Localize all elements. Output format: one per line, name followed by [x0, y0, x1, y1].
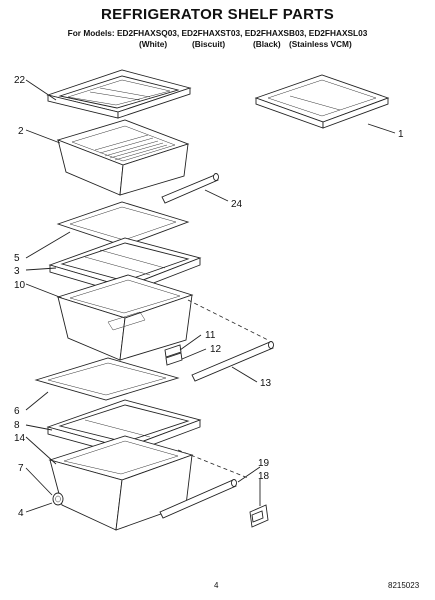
callout-8: 8	[14, 420, 20, 431]
models-line: For Models: ED2FHAXSQ03, ED2FHAXST03, ED…	[67, 28, 368, 38]
color-variants: (White) (Biscuit) (Black) (Stainless VCM…	[0, 39, 435, 51]
callout-19: 19	[258, 458, 270, 469]
dashed-guide-lower	[177, 449, 249, 479]
callout-1: 1	[398, 129, 404, 140]
callout-10: 10	[14, 280, 26, 291]
part-5-glass-insert	[56, 201, 190, 247]
part-1-glass-shelf	[254, 74, 390, 129]
page-title: REFRIGERATOR SHELF PARTS	[100, 6, 335, 23]
dashed-guide-upper	[187, 299, 269, 341]
color-black: (Black)	[253, 39, 281, 49]
callout-24: 24	[231, 199, 243, 210]
callout-6: 6	[14, 406, 20, 417]
callout-4: 4	[18, 508, 24, 519]
callout-14: 14	[14, 433, 26, 444]
part-11-12-clips	[164, 344, 183, 366]
part-2-crisper-drawer	[56, 119, 190, 196]
color-white: (White)	[139, 39, 168, 49]
color-stainless: (Stainless VCM)	[289, 39, 352, 49]
part-10-drawer	[56, 274, 194, 361]
callout-11: 11	[205, 330, 216, 341]
callout-3: 3	[14, 266, 20, 277]
part-19-rail	[159, 479, 237, 519]
callout-7: 7	[18, 463, 24, 474]
callout-2: 2	[18, 126, 24, 137]
part-4-7-knob	[52, 492, 64, 506]
callout-13: 13	[260, 378, 272, 389]
part-13-rail	[191, 341, 274, 382]
part-22-shelf-frame	[46, 69, 192, 119]
document-number: 8215023	[388, 581, 420, 590]
callout-18: 18	[258, 471, 270, 482]
part-14-lower-drawer	[48, 435, 194, 531]
callout-12: 12	[210, 344, 222, 355]
color-biscuit: (Biscuit)	[192, 39, 226, 49]
part-6-glass-insert	[34, 357, 180, 401]
leader-lines	[25, 79, 396, 513]
callout-5: 5	[14, 253, 20, 264]
part-24-rail	[161, 173, 219, 204]
callout-22: 22	[14, 75, 26, 86]
part-18-bracket	[249, 504, 269, 528]
page-number: 4	[214, 581, 219, 590]
